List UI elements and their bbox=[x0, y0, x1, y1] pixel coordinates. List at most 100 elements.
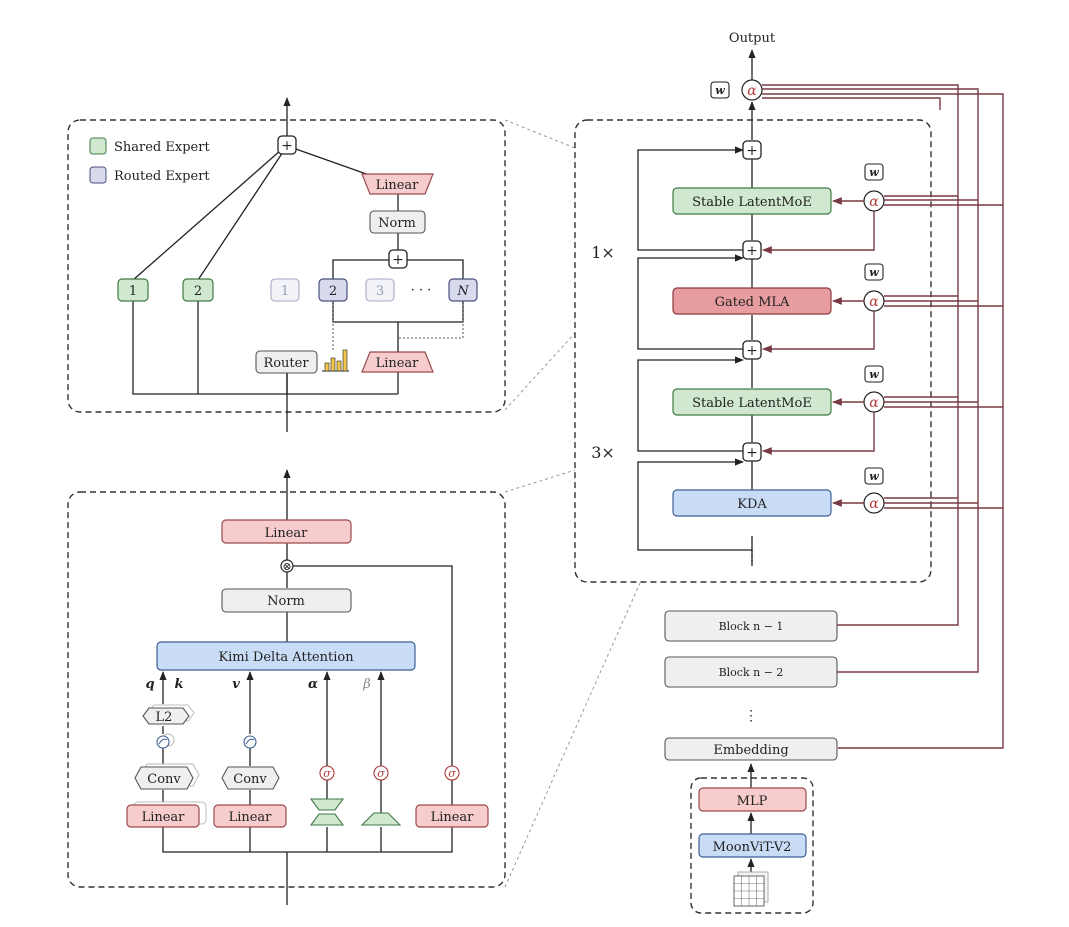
kda-norm-label: Norm bbox=[267, 594, 305, 609]
routed-expert-2 bbox=[318, 278, 348, 302]
mixer-weight-3: w bbox=[869, 266, 879, 279]
kda-block-label: KDA bbox=[737, 497, 767, 512]
embedding-box bbox=[664, 737, 838, 761]
vision-encoder-border bbox=[690, 777, 814, 914]
routed-expert-ellipsis: · · · bbox=[411, 283, 432, 298]
v-conv-shape bbox=[221, 766, 280, 790]
legend-shared-label: Shared Expert bbox=[114, 140, 210, 155]
routed-expert-1-inactive bbox=[270, 278, 300, 302]
routed-expert-n-label: N bbox=[456, 284, 469, 299]
legend-shared-swatch bbox=[89, 137, 107, 155]
residual-add-2 bbox=[742, 340, 762, 360]
zoom-connectors bbox=[504, 119, 641, 888]
kda-linear-out bbox=[221, 519, 352, 544]
router-scores-icon bbox=[322, 349, 349, 372]
block-n-minus-2-box bbox=[664, 656, 838, 688]
alpha-sigmoid-node bbox=[319, 765, 335, 781]
layer-stack-border bbox=[574, 119, 932, 583]
l2-norm-shape bbox=[142, 707, 190, 725]
mlp-box bbox=[698, 787, 807, 812]
block-n-minus-1-label: Block n − 1 bbox=[719, 620, 784, 633]
routed-expert-3-label: 3 bbox=[376, 284, 384, 299]
qk-conv-label: Conv bbox=[147, 772, 181, 787]
output-weight-label: w bbox=[715, 84, 725, 97]
gate-sigmoid-node bbox=[444, 765, 460, 781]
routed-expert-1-label: 1 bbox=[281, 284, 289, 299]
input-k-label: k bbox=[174, 677, 183, 692]
input-q-label: q bbox=[145, 677, 154, 692]
layer-mixers: w α w α w α w α bbox=[762, 163, 885, 514]
beta-projection-shape bbox=[360, 812, 402, 826]
moe-linear-down-label: Linear bbox=[376, 356, 420, 371]
moe-routed-sum-node bbox=[388, 249, 408, 269]
image-patches-icon bbox=[733, 871, 769, 907]
beta-sigmoid-symbol: σ bbox=[377, 767, 385, 780]
moe-linear-up-shape bbox=[361, 173, 434, 195]
input-alpha-label: α bbox=[308, 677, 318, 692]
qk-conv-shape bbox=[134, 766, 194, 790]
gated-mla-label: Gated MLA bbox=[715, 295, 790, 310]
moe-linear-up-label: Linear bbox=[376, 178, 420, 193]
gated-mla-box bbox=[672, 287, 832, 315]
residual-add-4 bbox=[742, 140, 762, 160]
stable-latentmoe-top-box bbox=[672, 187, 832, 215]
legend-routed-swatch bbox=[89, 166, 107, 184]
alpha-sigmoid-symbol: σ bbox=[323, 767, 331, 780]
stable-latentmoe-bottom-box bbox=[672, 388, 832, 416]
routed-expert-2-label: 2 bbox=[329, 284, 337, 299]
repeat-count-3x: 3× bbox=[591, 443, 615, 462]
model-stack: Output w α + + + + Stable bbox=[574, 31, 1004, 914]
shared-expert-2-label: 2 bbox=[194, 284, 202, 299]
alpha-down-projection-shape bbox=[309, 798, 345, 811]
block-n-minus-1-box bbox=[664, 610, 838, 642]
residual-add-3-symbol: + bbox=[746, 243, 758, 259]
mixer-alpha-2: α bbox=[869, 395, 879, 411]
kda-gate-multiply-symbol: ⊗ bbox=[282, 560, 291, 573]
gate-linear-label: Linear bbox=[431, 810, 475, 825]
mixer-weight-1: w bbox=[869, 470, 879, 483]
gate-linear-box bbox=[415, 804, 489, 828]
l2-norm-label: L2 bbox=[156, 710, 173, 725]
moe-sum-symbol: + bbox=[281, 138, 293, 154]
alpha-up-projection-shape bbox=[309, 813, 345, 826]
input-v-label: v bbox=[232, 677, 240, 692]
embedding-label: Embedding bbox=[713, 743, 788, 758]
router-label: Router bbox=[263, 356, 309, 371]
kda-gate-multiply-node bbox=[280, 559, 294, 573]
residual-add-1 bbox=[742, 442, 762, 462]
mixer-weight-2: w bbox=[869, 368, 879, 381]
moe-norm-box bbox=[369, 210, 426, 234]
router-box bbox=[255, 350, 318, 374]
shared-expert-1 bbox=[117, 278, 149, 302]
kimi-delta-attention-box bbox=[156, 641, 416, 671]
vertical-ellipsis-inner: ⋮ bbox=[745, 548, 759, 564]
kimi-delta-attention-label: Kimi Delta Attention bbox=[218, 650, 354, 665]
output-alpha-node bbox=[741, 79, 763, 101]
residual-add-4-symbol: + bbox=[746, 143, 758, 159]
attention-residual-lines bbox=[762, 84, 1004, 749]
v-linear-box bbox=[213, 804, 287, 828]
legend-routed-label: Routed Expert bbox=[114, 169, 210, 184]
residual-add-2-symbol: + bbox=[746, 343, 758, 359]
repeat-count-1x: 1× bbox=[591, 243, 615, 262]
kda-linear-out-label: Linear bbox=[265, 526, 309, 541]
vertical-ellipsis-outer: ⋮ bbox=[744, 708, 758, 724]
v-conv-label: Conv bbox=[233, 772, 267, 787]
stable-latentmoe-top-label: Stable LatentMoE bbox=[692, 195, 812, 210]
moe-panel: Shared Expert Routed Expert + Linear bbox=[67, 97, 506, 432]
routed-expert-3-inactive bbox=[365, 278, 395, 302]
shared-expert-2 bbox=[182, 278, 214, 302]
mlp-label: MLP bbox=[737, 794, 768, 809]
kda-norm-box bbox=[221, 588, 352, 613]
gate-sigmoid-symbol: σ bbox=[448, 767, 456, 780]
moonvit-box bbox=[698, 833, 807, 858]
mixer-alpha-4: α bbox=[869, 194, 879, 210]
moe-routed-sum-symbol: + bbox=[392, 252, 404, 268]
input-beta-label: β bbox=[362, 677, 371, 692]
moonvit-label: MoonViT-V2 bbox=[713, 840, 792, 855]
block-n-minus-2-label: Block n − 2 bbox=[719, 666, 784, 679]
residual-add-1-symbol: + bbox=[746, 445, 758, 461]
qk-linear-label: Linear bbox=[142, 810, 186, 825]
moe-sum-node bbox=[277, 135, 297, 155]
